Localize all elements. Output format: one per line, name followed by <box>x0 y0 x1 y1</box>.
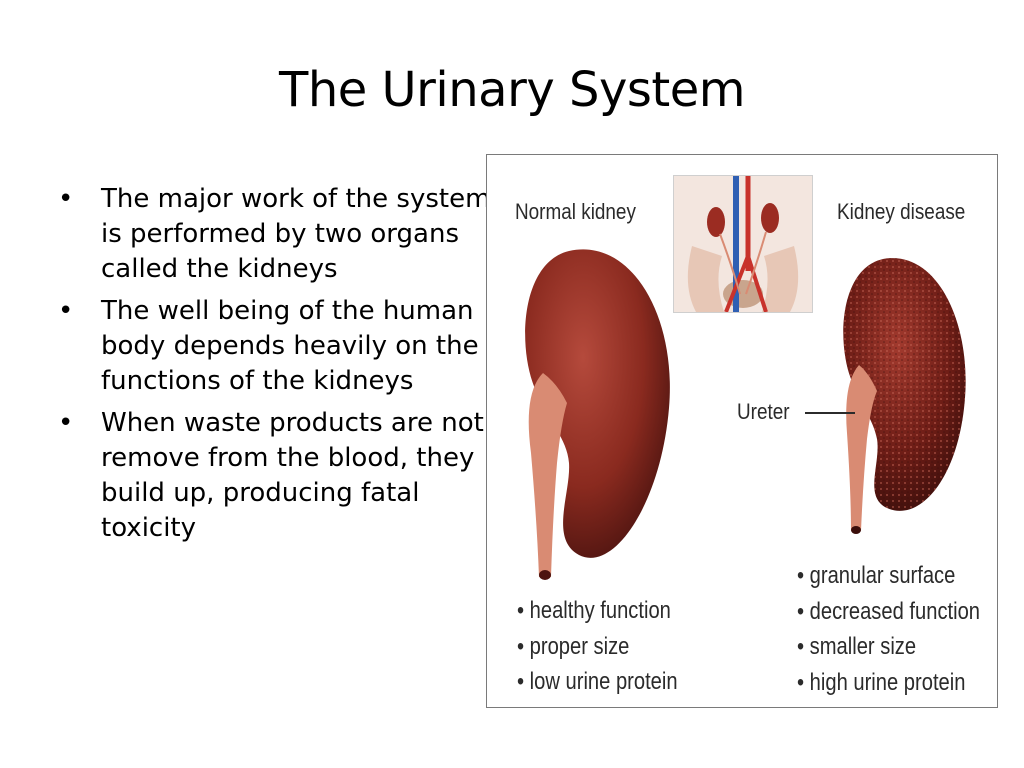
bullet-text: When waste products are not remove from … <box>101 408 484 543</box>
bullet-item: • The well being of the human body depen… <box>58 294 498 399</box>
list-item: high urine protein <box>797 665 980 701</box>
ureter-label: Ureter <box>737 399 790 424</box>
bullet-marker: • <box>58 408 74 438</box>
diseased-kidney-icon <box>843 258 966 534</box>
bullet-marker: • <box>58 296 74 326</box>
slide-title: The Urinary System <box>279 62 745 118</box>
bullet-marker: • <box>58 184 74 214</box>
list-item: healthy function <box>517 593 678 629</box>
normal-kidney-points: healthy function proper size low urine p… <box>517 593 678 700</box>
list-item: decreased function <box>797 594 980 630</box>
kidney-comparison-figure: Normal kidney Kidney disease <box>486 154 998 708</box>
bullet-text: The well being of the human body depends… <box>101 296 479 396</box>
bullet-item: • The major work of the system is perfor… <box>58 182 498 287</box>
normal-kidney-icon <box>525 249 670 580</box>
anatomy-inset-image <box>673 175 813 313</box>
ureter-pointer-line <box>805 412 855 414</box>
bullet-item: • When waste products are not remove fro… <box>58 406 498 546</box>
bullet-list: • The major work of the system is perfor… <box>58 182 498 553</box>
kidney-disease-points: granular surface decreased function smal… <box>797 558 980 700</box>
list-item: low urine protein <box>517 664 678 700</box>
list-item: granular surface <box>797 558 980 594</box>
normal-kidney-label: Normal kidney <box>515 199 636 224</box>
list-item: proper size <box>517 629 678 665</box>
list-item: smaller size <box>797 629 980 665</box>
bullet-text: The major work of the system is performe… <box>101 184 491 284</box>
kidney-disease-label: Kidney disease <box>837 199 966 224</box>
